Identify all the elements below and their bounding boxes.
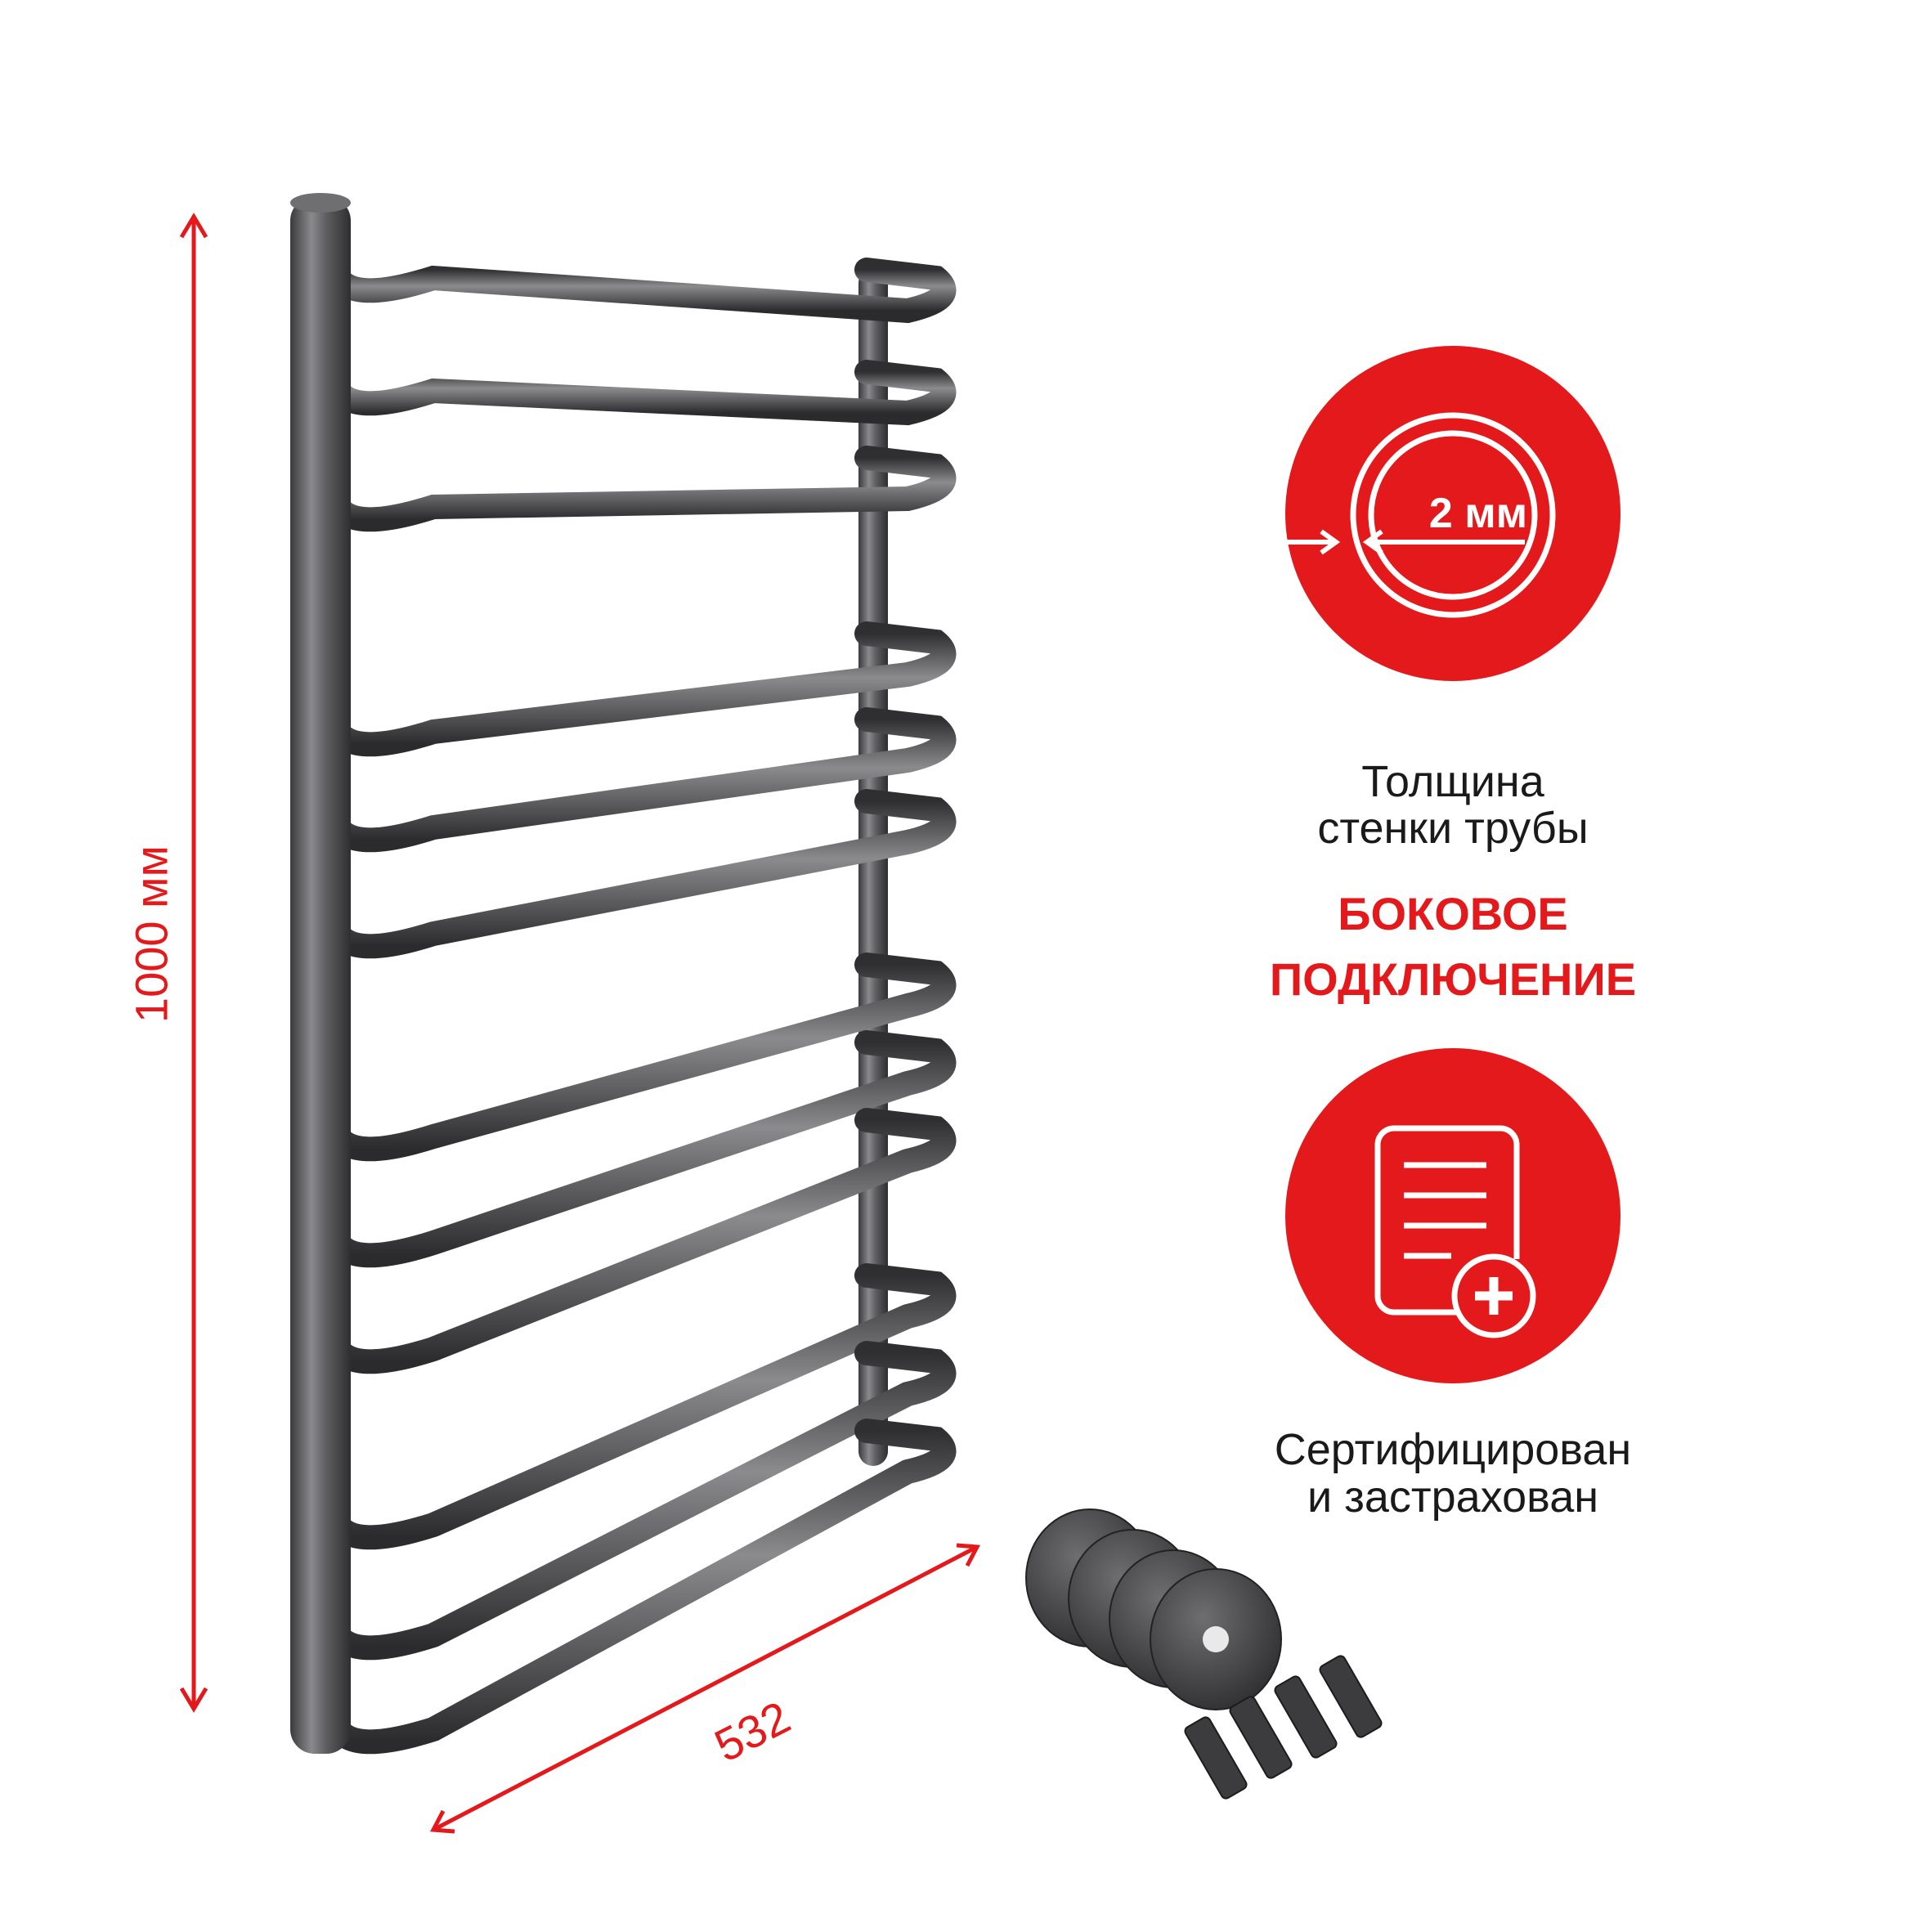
connection-type-line2: ПОДКЛЮЧЕНИЕ (1269, 953, 1637, 1005)
wall-thickness-caption-line1: Толщина (1361, 757, 1544, 806)
certified-caption-line2: и застрахован (1307, 1473, 1599, 1522)
height-dimension-arrow (179, 213, 208, 1713)
wall-thickness-value: 2 мм (1428, 490, 1528, 537)
towel-rail (290, 193, 957, 1755)
certified-caption-line1: Сертифицирован (1274, 1425, 1632, 1474)
height-dimension-label: 1000 мм (125, 845, 177, 1024)
connection-type-line1: БОКОВОЕ (1338, 888, 1568, 939)
certified-badge (1285, 1048, 1620, 1383)
width-dimension-arrow (430, 1543, 980, 1834)
mounting-kit-icon (1025, 1508, 1383, 1800)
left-vertical-tube (290, 196, 351, 1754)
wall-thickness-caption-line2: стенки трубы (1317, 804, 1589, 853)
wall-thickness-badge (1285, 346, 1620, 681)
